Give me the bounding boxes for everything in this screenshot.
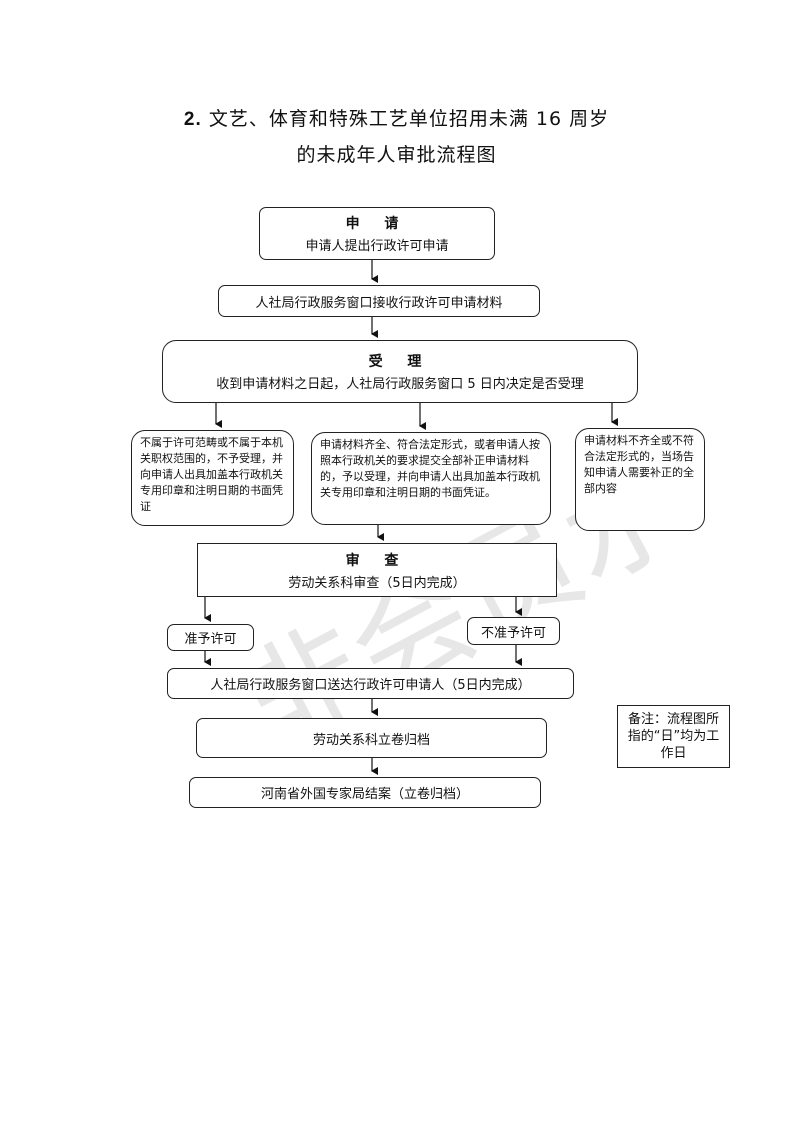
node-review-heading: 审 查: [345, 552, 409, 569]
node-accept-text: 收到申请材料之日起，人社局行政服务窗口 5 日内决定是否受理: [216, 377, 584, 392]
node-apply: 申 请 申请人提出行政许可申请: [259, 207, 495, 260]
note-box: 备注：流程图所指的“日”均为工作日: [617, 705, 730, 768]
node-receive: 人社局行政服务窗口接收行政许可申请材料: [218, 285, 540, 317]
node-close-text: 河南省外国专家局结案（立卷归档）: [260, 787, 469, 802]
node-deny: 不准予许可: [467, 617, 560, 645]
node-accept: 受 理 收到申请材料之日起，人社局行政服务窗口 5 日内决定是否受理: [162, 340, 638, 403]
node-apply-heading: 申 请: [345, 216, 409, 232]
node-archive-text: 劳动关系科立卷归档: [312, 732, 430, 748]
title-line1: 文艺、体育和特殊工艺单位招用未满 16 周岁: [208, 108, 610, 130]
node-approve: 准予许可: [167, 624, 254, 651]
node-review-text: 劳动关系科审查（5日内完成）: [288, 575, 466, 591]
node-close: 河南省外国专家局结案（立卷归档）: [189, 777, 541, 808]
node-apply-text: 申请人提出行政许可申请: [305, 239, 449, 254]
node-receive-text: 人社局行政服务窗口接收行政许可申请材料: [255, 295, 503, 311]
node-reject-scope: 不属于许可范畴或不属于本机关职权范围的，不予受理，并向申请人出具加盖本行政机关专…: [131, 430, 294, 526]
node-deliver-text: 人社局行政服务窗口送达行政许可申请人（5日内完成）: [210, 678, 531, 693]
node-accept-heading: 受 理: [368, 354, 432, 370]
node-approve-text: 准予许可: [184, 632, 237, 647]
node-archive: 劳动关系科立卷归档: [196, 718, 547, 758]
page-subtitle: 的未成年人审批流程图: [296, 144, 497, 166]
page-title: 2. 文艺、体育和特殊工艺单位招用未满 16 周岁: [0, 104, 793, 131]
node-incomplete: 申请材料不齐全或不符合法定形式的，当场告知申请人需要补正的全部内容: [575, 428, 705, 531]
note-text: 备注：流程图所指的“日”均为工作日: [627, 712, 720, 761]
node-deliver: 人社局行政服务窗口送达行政许可申请人（5日内完成）: [167, 668, 574, 699]
node-deny-text: 不准予许可: [480, 625, 546, 641]
title-number: 2.: [183, 109, 202, 130]
node-complete: 申请材料齐全、符合法定形式，或者申请人按照本行政机关的要求提交全部补正申请材料的…: [311, 432, 551, 525]
node-review: 审 查 劳动关系科审查（5日内完成）: [197, 543, 557, 597]
